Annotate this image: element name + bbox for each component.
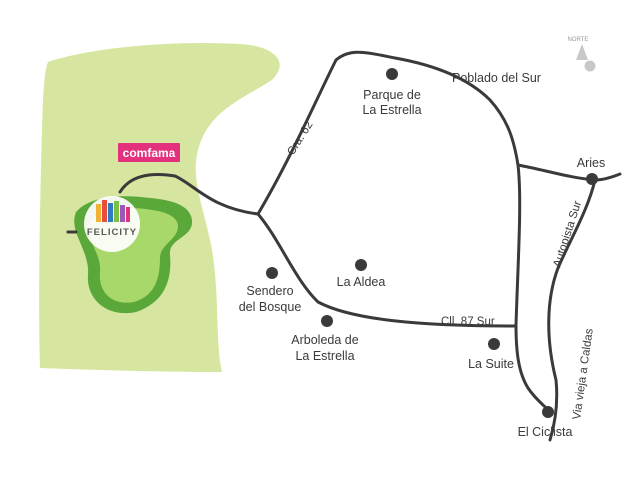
label-aries: Aries [577, 156, 605, 170]
road-cll-87 [256, 212, 517, 328]
road-via-caldas [514, 323, 552, 414]
north-arrow-icon: NORTE [568, 37, 596, 72]
marker-arboleda-de-la-estrella [321, 315, 333, 327]
comfama-badge-text: comfama [123, 146, 176, 160]
marker-la-suite [488, 338, 500, 350]
felicity-logo: FELICITY [84, 196, 140, 252]
label-autopista-sur: Autopista Sur [551, 199, 584, 269]
label-sendero-line2: del Bosque [239, 300, 302, 314]
road-autopista-sur [547, 178, 597, 442]
label-cra-62: Cra. 62 [285, 119, 315, 157]
marker-el-ciclista [542, 406, 554, 418]
compass-label: NORTE [568, 37, 589, 43]
comfama-badge: comfama [118, 143, 180, 162]
road-east [514, 163, 522, 327]
label-cll-87: Cll. 87 Sur [441, 316, 495, 328]
marker-sendero-del-bosque [266, 267, 278, 279]
place-markers [266, 68, 598, 418]
label-arboleda-line1: Arboleda de [291, 333, 358, 347]
label-la-suite: La Suite [468, 357, 514, 371]
road-felicity-link [118, 173, 260, 216]
label-arboleda-line2: La Estrella [295, 349, 354, 363]
label-el-ciclista: El Ciclista [518, 425, 573, 439]
marker-la-aldea [355, 259, 367, 271]
label-parque-line2: La Estrella [362, 103, 421, 117]
label-parque-line1: Parque de [363, 88, 421, 102]
label-sendero-line1: Sendero [246, 284, 293, 298]
felicity-logo-text: FELICITY [87, 227, 137, 238]
label-la-aldea: La Aldea [337, 275, 386, 289]
label-poblado-del-sur: Poblado del Sur [452, 71, 541, 85]
road-cra-62 [256, 50, 520, 216]
road-network [66, 50, 622, 442]
marker-aries [586, 173, 598, 185]
marker-parque-de-la-estrella [386, 68, 398, 80]
label-via-caldas: Via vieja a Caldas [571, 328, 596, 421]
